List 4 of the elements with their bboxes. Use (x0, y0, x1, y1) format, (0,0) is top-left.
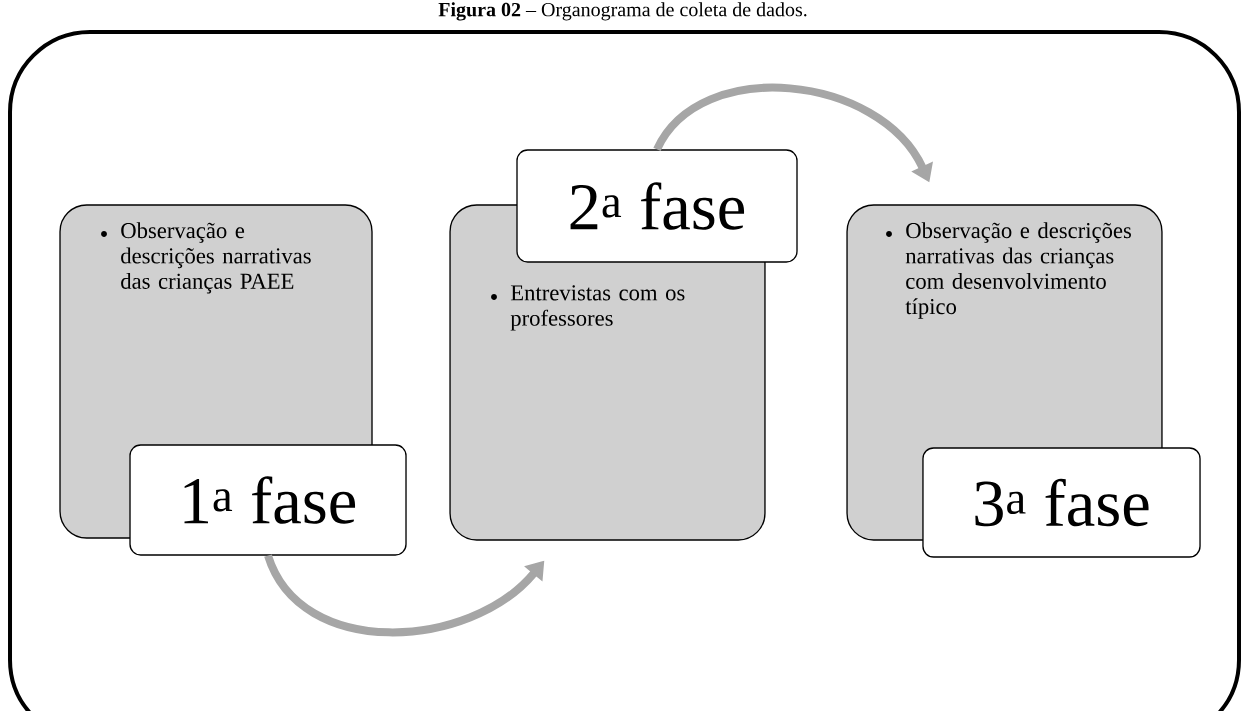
phase-label: 3$^{a}$ fase (922, 447, 1201, 558)
phase-label: 2$^{a}$ fase (516, 149, 798, 263)
figure-title: Figura 02 – Organograma de coleta de dados. (438, 2, 807, 21)
phase-label: 1$^{a}$ fase (129, 444, 407, 556)
